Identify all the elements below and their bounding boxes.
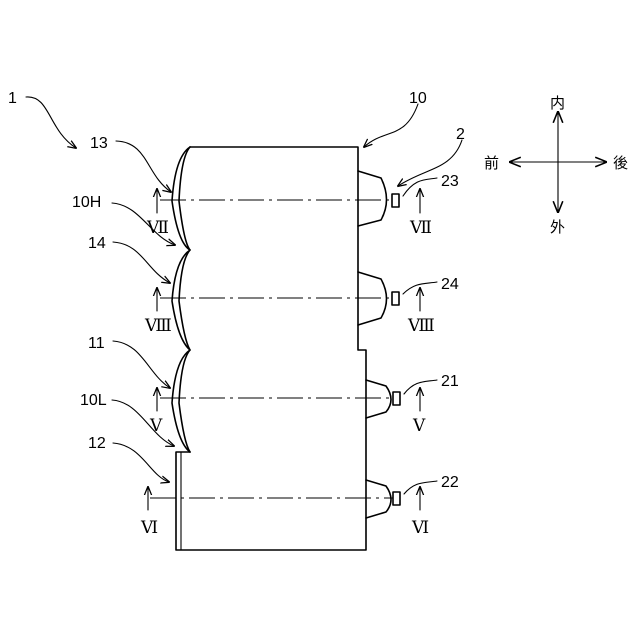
light-source-21 xyxy=(366,380,400,418)
section-vii-left: Ⅶ xyxy=(146,218,169,237)
label-source-24: 24 xyxy=(441,276,459,293)
direction-rear: 後 xyxy=(613,154,628,172)
direction-outer: 外 xyxy=(550,218,565,236)
label-source-23: 23 xyxy=(441,173,459,190)
section-vi-right: Ⅵ xyxy=(411,518,429,537)
section-viii-right: Ⅷ xyxy=(407,316,435,335)
label-source-21: 21 xyxy=(441,373,459,390)
direction-inner: 内 xyxy=(550,94,565,112)
label-body: 10 xyxy=(409,90,427,107)
label-source-22: 22 xyxy=(441,474,459,491)
label-upper-side: 10H xyxy=(72,194,101,211)
direction-front: 前 xyxy=(484,154,499,172)
label-unit: 2 xyxy=(456,126,465,143)
section-vii-right: Ⅶ xyxy=(409,218,432,237)
section-v-right: Ⅴ xyxy=(412,416,426,435)
label-device: 1 xyxy=(8,90,17,107)
label-lens-11: 11 xyxy=(88,335,105,352)
label-lens-12: 12 xyxy=(88,435,106,452)
section-viii-left: Ⅷ xyxy=(144,316,172,335)
label-lens-14: 14 xyxy=(88,235,106,252)
label-lens-13: 13 xyxy=(90,135,108,152)
housing-body xyxy=(172,147,366,550)
direction-indicator xyxy=(510,112,606,212)
label-lower-side: 10L xyxy=(80,392,107,409)
light-source-22 xyxy=(366,480,400,518)
section-vi-left: Ⅵ xyxy=(140,518,158,537)
light-source-23 xyxy=(358,171,399,226)
section-v-left: Ⅴ xyxy=(149,416,163,435)
